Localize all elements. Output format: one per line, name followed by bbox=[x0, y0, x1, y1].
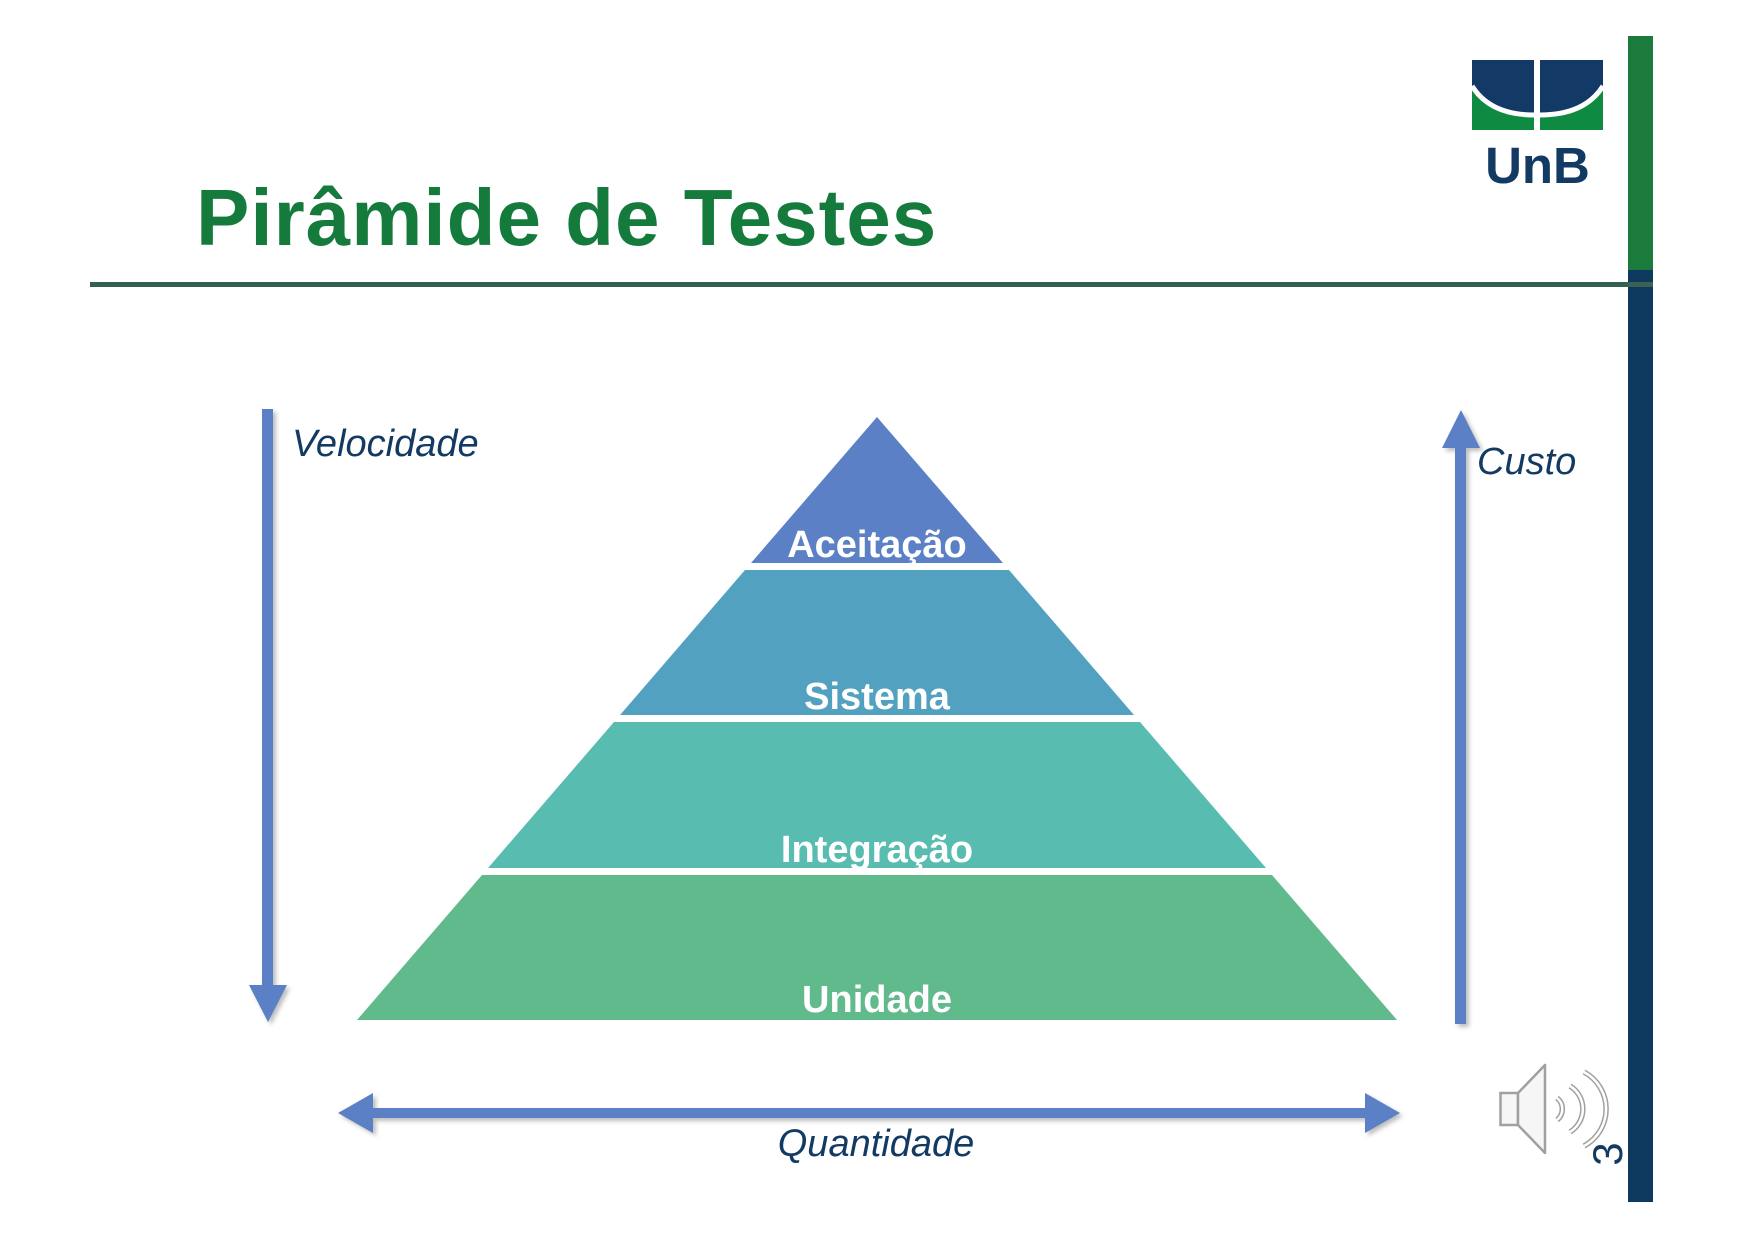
title-underline-rule bbox=[90, 282, 1628, 287]
pyramid-layer-integracao bbox=[488, 722, 1266, 868]
pyramid-layer-unidade bbox=[357, 875, 1397, 1020]
pyramid-layer-aceitacao bbox=[751, 417, 1003, 563]
title-underline-rule-over-bar bbox=[1628, 282, 1653, 287]
quantity-axis-label: Quantidade bbox=[777, 1123, 975, 1165]
slide-page-number: 3 bbox=[1584, 1142, 1631, 1166]
test-pyramid-diagram: Aceitação Sistema Integração Unidade bbox=[357, 417, 1397, 1021]
right-edge-bar-green bbox=[1628, 36, 1653, 270]
cost-up-arrow bbox=[1442, 410, 1480, 1024]
pyramid-label-integracao: Integração bbox=[781, 829, 973, 871]
cost-axis-label: Custo bbox=[1477, 441, 1577, 483]
pyramid-label-sistema: Sistema bbox=[804, 676, 951, 718]
page-title: Pirâmide de Testes bbox=[196, 173, 938, 262]
velocity-down-arrow bbox=[249, 409, 287, 1022]
unb-logo-icon bbox=[1472, 60, 1603, 130]
pyramid-layer-sistema bbox=[620, 570, 1134, 715]
pyramid-label-unidade: Unidade bbox=[802, 979, 952, 1021]
speaker-audio-icon[interactable] bbox=[1493, 1057, 1623, 1167]
right-edge-bar-navy bbox=[1628, 270, 1653, 1202]
quantity-double-arrow bbox=[338, 1093, 1400, 1133]
unb-logo-wordmark: UnB bbox=[1485, 137, 1590, 194]
pyramid-label-aceitacao: Aceitação bbox=[787, 524, 967, 566]
velocity-axis-label: Velocidade bbox=[292, 423, 479, 465]
